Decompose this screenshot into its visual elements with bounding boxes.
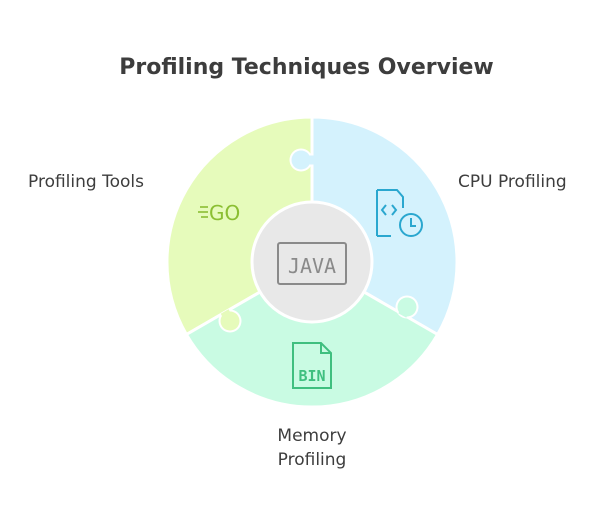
segment-memory-profiling xyxy=(184,260,440,409)
go-logo-icon: GO xyxy=(198,201,240,225)
puzzle-knob-left xyxy=(218,309,242,333)
code-file-clock-icon xyxy=(376,189,423,237)
label-profiling-tools: Profiling Tools xyxy=(28,172,144,192)
page-title: Profiling Techniques Overview xyxy=(119,55,494,80)
go-text: GO xyxy=(209,201,240,225)
java-icon: JAVA xyxy=(277,242,347,285)
label-memory-line1: Memory xyxy=(277,426,347,446)
bin-text: BIN xyxy=(298,367,325,385)
java-label: JAVA xyxy=(288,254,336,278)
label-memory-line2: Profiling xyxy=(277,450,347,470)
center-hub xyxy=(250,200,374,324)
puzzle-knob-right xyxy=(395,295,419,319)
puzzle-knob-top xyxy=(289,148,314,172)
label-cpu-profiling: CPU Profiling xyxy=(458,172,567,192)
label-memory-profiling: Memory Profiling xyxy=(230,424,394,472)
bin-file-icon: BIN xyxy=(292,342,332,389)
